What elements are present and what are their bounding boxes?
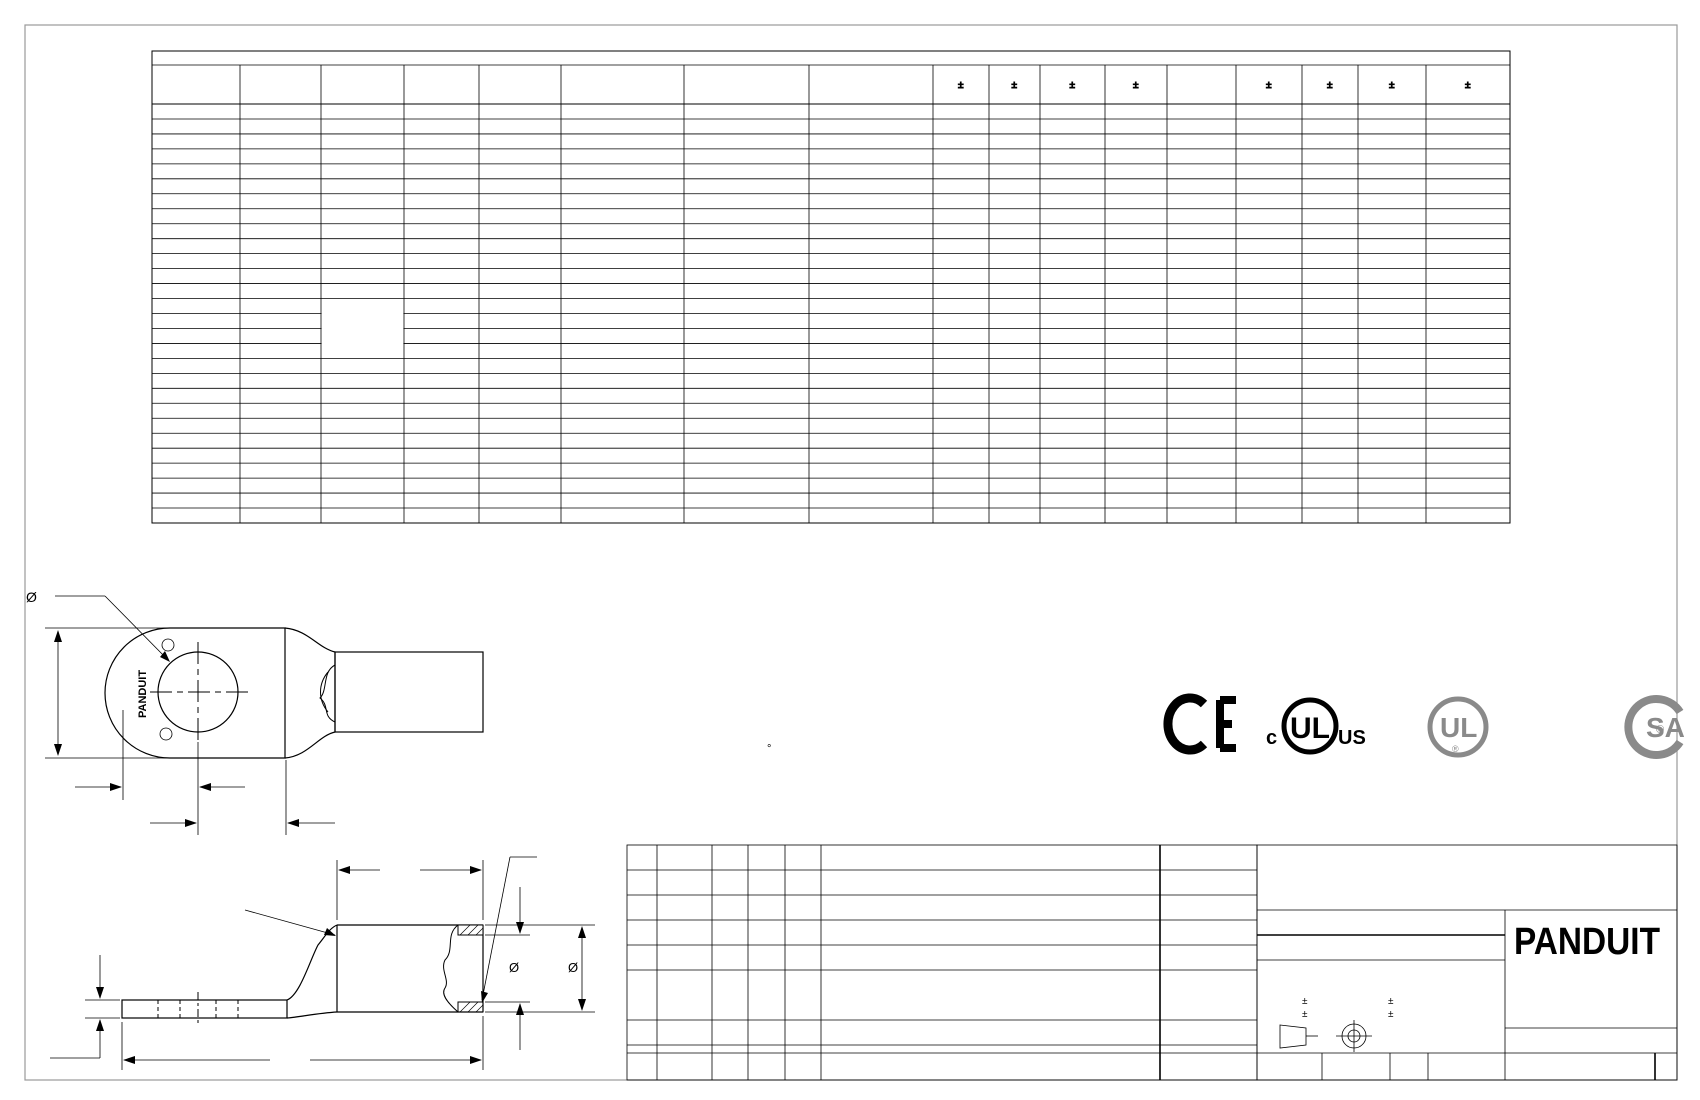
stamp-mark-bottom <box>159 727 173 741</box>
tb-tol-1: ± <box>1302 996 1308 1007</box>
lug-brand-stamp: PANDUIT <box>137 670 149 718</box>
hole-diameter-symbol: Ø <box>26 589 37 605</box>
spec-table-tolerance-mark: ± <box>1389 80 1395 91</box>
spec-table: ± ± ± ± ± ± ± ± <box>151 50 1511 524</box>
spec-table-tolerance-mark: ± <box>1133 80 1139 91</box>
csa-mark: SA ® <box>1624 695 1685 759</box>
spec-table-tolerance-mark: ± <box>1070 80 1076 91</box>
tb-tol-4: ± <box>1388 1009 1394 1020</box>
ce-mark <box>1163 693 1236 755</box>
spec-table-tolerance-mark: ± <box>958 80 964 91</box>
spec-table-frame <box>151 50 1511 524</box>
cul-us: US <box>1338 727 1366 749</box>
ul-recognized-r: ® <box>1452 744 1459 754</box>
sheet-border <box>24 24 1678 1081</box>
lug-top-view <box>45 595 484 835</box>
lug-side-view <box>50 856 595 1070</box>
cul-c: c <box>1266 727 1277 749</box>
tb-tol-3: ± <box>1388 996 1394 1007</box>
panduit-logo: PANDUIT <box>1514 921 1660 963</box>
angle-degree-mark: ° <box>767 743 771 755</box>
cul-center: UL <box>1290 712 1330 745</box>
stamp-mark-top <box>161 638 175 652</box>
outer-diameter-symbol: Ø <box>568 960 578 975</box>
spec-table-tolerance-mark: ± <box>1465 80 1471 91</box>
lug-stamp-logo: PANDUIT <box>137 638 175 741</box>
csa-r: ® <box>1656 724 1664 736</box>
title-block <box>1256 844 1678 1081</box>
ul-recognized-label: UL <box>1440 712 1477 743</box>
cul-us-mark: UL c US <box>1266 697 1366 755</box>
spec-table-tolerance-mark: ± <box>1012 80 1018 91</box>
revision-block <box>626 844 1258 1081</box>
inner-diameter-symbol: Ø <box>509 960 519 975</box>
tb-tol-2: ± <box>1302 1009 1308 1020</box>
csa-label: SA <box>1646 712 1685 743</box>
spec-table-tolerance-mark: ± <box>1327 80 1333 91</box>
spec-table-tolerance-mark: ± <box>1266 80 1272 91</box>
ul-recognized-mark: UL ® <box>1427 696 1489 758</box>
spec-table-merged-cell <box>321 299 404 358</box>
